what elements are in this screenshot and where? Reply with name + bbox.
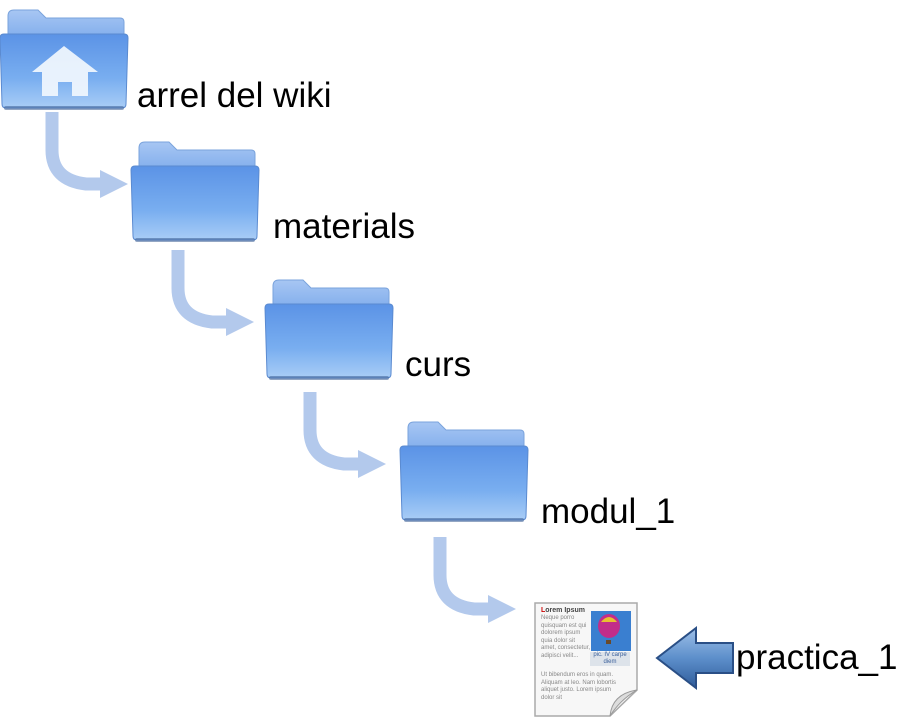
folder-icon[interactable]: [130, 141, 260, 243]
document-caption: pic. IV carpe diem: [590, 652, 630, 666]
connector-arrow: [52, 112, 128, 198]
document-title: Lorem Ipsum: [541, 607, 585, 614]
node-label-materials[interactable]: materials: [273, 207, 415, 246]
folder-icon[interactable]: [399, 421, 529, 523]
home-folder-icon[interactable]: [0, 9, 129, 111]
document-preview: Lorem Ipsum Neque porro quisquam est qui…: [533, 600, 639, 718]
connector-arrow: [178, 250, 254, 336]
document-icon[interactable]: [534, 602, 638, 717]
node-label-practica[interactable]: practica_1: [736, 638, 898, 677]
document-text: Neque porro quisquam est qui dolorem ips…: [541, 615, 591, 659]
pointer-arrow-icon: [655, 625, 734, 691]
connector-arrow: [310, 392, 386, 478]
node-label-modul[interactable]: modul_1: [541, 492, 676, 531]
node-label-root[interactable]: arrel del wiki: [137, 76, 332, 115]
folder-icon[interactable]: [264, 279, 394, 381]
connector-arrow: [440, 537, 516, 623]
node-label-curs[interactable]: curs: [405, 345, 472, 384]
document-text-2: Ut bibendum eros in quam. Aliquam at leo…: [541, 672, 617, 701]
